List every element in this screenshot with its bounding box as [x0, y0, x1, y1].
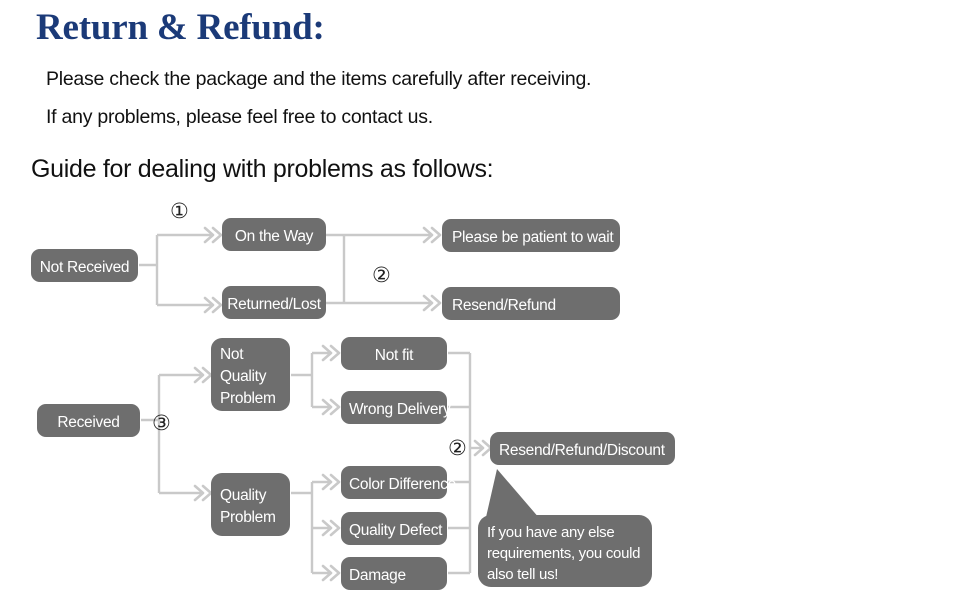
- intro-line-2: If any problems, please feel free to con…: [46, 106, 433, 128]
- node-returned-lost[interactable]: Returned/Lost: [222, 286, 326, 319]
- node-on-the-way-box: [222, 218, 326, 251]
- page-title: Return & Refund:: [36, 7, 325, 48]
- arrow-to-damage: [321, 564, 341, 582]
- node-on-the-way[interactable]: On the Way: [222, 218, 326, 251]
- node-wrong-delivery-box: [341, 391, 447, 424]
- connector-group-received: [141, 351, 331, 575]
- intro-line-1: Please check the package and the items c…: [46, 68, 592, 90]
- node-quality-defect-label: Quality Defect: [349, 522, 443, 539]
- connector-group-outcome-bus: [448, 351, 481, 575]
- callout-line-3: also tell us!: [487, 566, 558, 583]
- node-received-label: Received: [57, 414, 119, 431]
- node-wrong-delivery-label: Wrong Delivery: [349, 401, 451, 418]
- node-resend-refund[interactable]: Resend/Refund: [442, 287, 620, 320]
- node-quality-problem-line-1: Quality: [220, 487, 267, 504]
- marker-3: ③: [152, 411, 171, 435]
- node-not-fit-box: [341, 337, 447, 370]
- arrow-to-quality-defect: [321, 519, 341, 537]
- problem-flowchart: ① ② ③ ② Not Received On the Way Returned…: [31, 199, 675, 590]
- node-not-fit-label: Not fit: [375, 347, 414, 364]
- node-not-fit[interactable]: Not fit: [341, 337, 447, 370]
- node-not-received[interactable]: Not Received: [31, 249, 138, 282]
- node-damage-label: Damage: [349, 567, 406, 584]
- node-not-quality-problem-line-3: Problem: [220, 390, 276, 407]
- node-not-quality-problem-line-2: Quality: [220, 368, 267, 385]
- arrow-to-resend-refund: [422, 294, 442, 312]
- node-quality-problem[interactable]: Quality Problem: [211, 473, 290, 536]
- node-damage[interactable]: Damage: [341, 557, 447, 590]
- node-not-received-box: [31, 249, 138, 282]
- node-not-quality-problem-line-1: Not: [220, 346, 244, 363]
- node-quality-problem-line-2: Problem: [220, 509, 276, 526]
- node-quality-defect[interactable]: Quality Defect: [341, 512, 447, 545]
- node-received[interactable]: Received: [37, 404, 140, 437]
- arrow-to-on-the-way: [203, 226, 223, 244]
- node-returned-lost-box: [222, 286, 326, 319]
- node-resend-refund-discount[interactable]: Resend/Refund/Discount: [490, 432, 675, 465]
- node-wrong-delivery[interactable]: Wrong Delivery: [341, 391, 451, 424]
- node-color-difference-box: [341, 466, 447, 499]
- guide-heading: Guide for dealing with problems as follo…: [31, 155, 494, 183]
- node-resend-refund-discount-label: Resend/Refund/Discount: [499, 442, 666, 459]
- node-resend-refund-box: [442, 287, 620, 320]
- node-please-be-patient[interactable]: Please be patient to wait: [442, 219, 620, 252]
- arrow-to-returned-lost: [203, 296, 223, 314]
- arrow-to-wrong-delivery: [321, 398, 341, 416]
- callout-line-2: requirements, you could: [487, 545, 640, 562]
- node-please-be-patient-box: [442, 219, 620, 252]
- arrowheads: [193, 226, 493, 582]
- node-color-difference-label: Color Difference: [349, 476, 456, 493]
- arrow-to-not-fit: [321, 344, 341, 362]
- node-not-quality-problem-box: [211, 338, 290, 411]
- extra-requirements-callout[interactable]: If you have any else requirements, you c…: [478, 515, 652, 587]
- callout-line-1: If you have any else: [487, 524, 614, 541]
- node-not-received-label: Not Received: [40, 259, 129, 276]
- node-damage-box: [341, 557, 447, 590]
- arrow-to-please-be-patient: [422, 226, 442, 244]
- node-resend-refund-label: Resend/Refund: [452, 297, 556, 314]
- marker-1: ①: [170, 199, 189, 223]
- node-on-the-way-label: On the Way: [235, 228, 314, 245]
- callout-box: [478, 515, 652, 587]
- node-returned-lost-label: Returned/Lost: [227, 296, 321, 313]
- node-resend-refund-discount-box: [490, 432, 675, 465]
- arrow-to-color-difference: [321, 473, 341, 491]
- node-color-difference[interactable]: Color Difference: [341, 466, 456, 499]
- callout-tail: [484, 469, 546, 526]
- marker-2-top: ②: [372, 263, 391, 287]
- node-quality-defect-box: [341, 512, 447, 545]
- node-received-box: [37, 404, 140, 437]
- node-not-quality-problem[interactable]: Not Quality Problem: [211, 338, 290, 411]
- node-quality-problem-box: [211, 473, 290, 536]
- node-please-be-patient-label: Please be patient to wait: [452, 229, 614, 246]
- marker-2-bottom: ②: [448, 436, 467, 460]
- connector-group-not-received: [139, 233, 432, 307]
